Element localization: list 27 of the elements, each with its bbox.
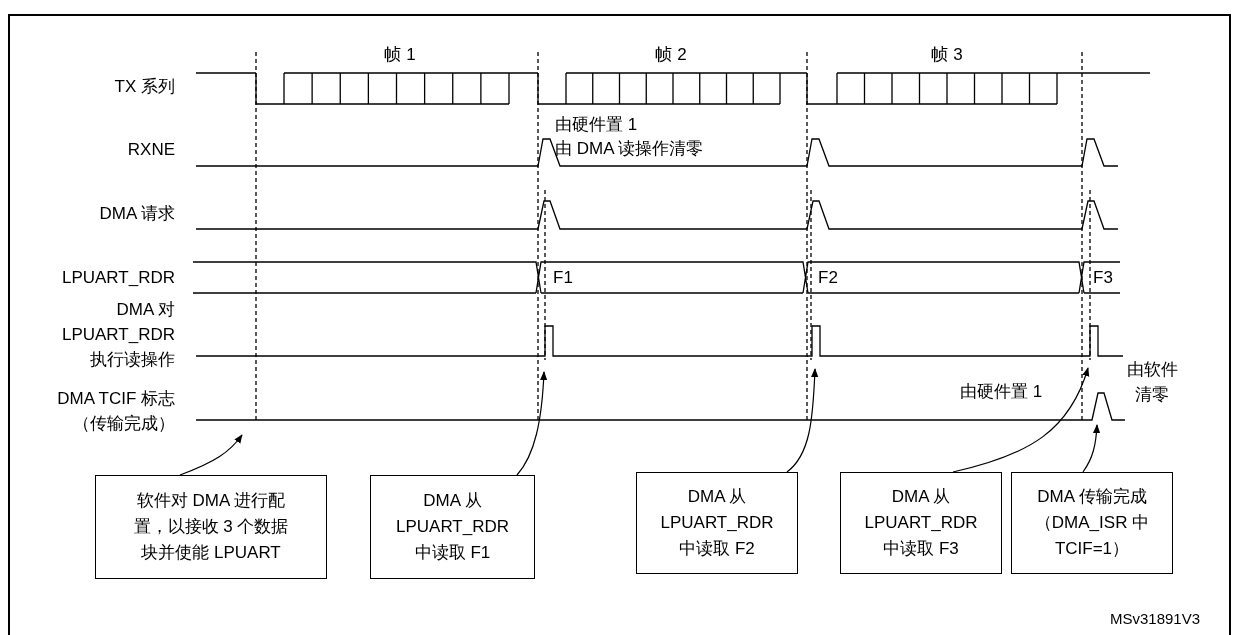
frame-label: 帧 1 [383,44,417,66]
figure-id: MSv31891V3 [1110,609,1202,629]
bus-value-label: F1 [553,267,574,289]
bus-value-label: F2 [818,267,839,289]
arrow [786,368,819,473]
annotation-text: 由硬件置 1 [555,114,639,136]
callout-box: DMA 传输完成（DMA_ISR 中 TCIF=1） [1011,472,1173,574]
signal-label: TX 系列 [113,76,175,98]
arrow [1082,424,1101,473]
signal-label: DMA 对 LPUART_RDR 执行读操作 [60,299,175,371]
annotation-text: 由 DMA 读操作清零 [555,138,705,160]
signal-label: LPUART_RDR [60,267,175,289]
frame-label: 帧 3 [930,44,964,66]
signal-label: DMA TCIF 标志（传输完成） [56,388,175,435]
callout-box: DMA 从 LPUART_RDR 中读取 F3 [840,472,1002,574]
annotation-text: 由软件清零 [1125,359,1179,406]
arrow [179,434,243,476]
callout-box: DMA 从 LPUART_RDR 中读取 F1 [370,475,535,579]
frame-label: 帧 2 [654,44,688,66]
callout-box: 软件对 DMA 进行配置，以接收 3 个数据块并使能 LPUART [95,475,327,579]
signal-label: DMA 请求 [98,203,175,225]
bus-value-label: F3 [1093,267,1114,289]
arrow [952,367,1089,473]
signal-label: RXNE [126,139,175,161]
arrow [516,371,548,476]
callout-box: DMA 从 LPUART_RDR 中读取 F2 [636,472,798,574]
annotation-text: 由硬件置 1 [960,381,1044,403]
